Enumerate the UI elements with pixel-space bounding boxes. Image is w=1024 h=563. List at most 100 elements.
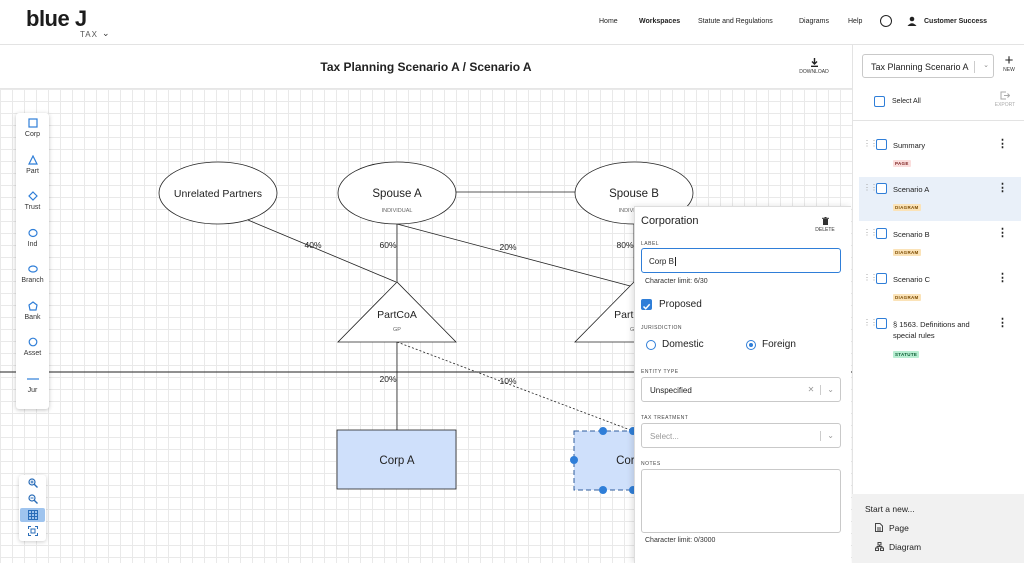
select-all-checkbox[interactable] bbox=[874, 96, 885, 107]
list-item[interactable]: ⋮⋮ Summary PAGE ⋮ bbox=[859, 133, 1021, 177]
start-new-page[interactable]: Page bbox=[889, 523, 909, 533]
foreign-label: Foreign bbox=[762, 339, 796, 350]
item-checkbox[interactable] bbox=[876, 273, 887, 284]
nav-user[interactable]: Customer Success bbox=[924, 18, 988, 25]
chevron-down-icon[interactable]: ⌄ bbox=[827, 431, 834, 440]
tool-part[interactable]: Part bbox=[16, 155, 49, 175]
label-unrelated: Unrelated Partners bbox=[174, 188, 262, 200]
edge-label-80: 80% bbox=[616, 240, 633, 250]
tool-trust[interactable]: Trust bbox=[16, 191, 49, 211]
tool-label: Branch bbox=[21, 277, 44, 284]
tax-treatment-select[interactable]: Select... ⌄ bbox=[641, 423, 841, 448]
nav-help[interactable]: Help bbox=[848, 18, 863, 25]
clear-icon[interactable]: ✕ bbox=[807, 385, 815, 394]
ellipse-small-icon bbox=[27, 265, 38, 273]
delete-button[interactable]: DELETE bbox=[813, 217, 837, 233]
item-checkbox[interactable] bbox=[876, 183, 887, 194]
drag-handle-icon[interactable]: ⋮⋮ bbox=[863, 273, 878, 282]
tool-bank[interactable]: Bank bbox=[16, 301, 49, 321]
chevron-down-icon[interactable]: ⌄ bbox=[102, 28, 110, 38]
node-unrelated-partners bbox=[158, 161, 278, 225]
trash-icon bbox=[821, 217, 829, 225]
notes-char-limit: Character limit: 0/3000 bbox=[645, 537, 716, 544]
node-corp-a bbox=[336, 429, 457, 490]
nav-diagrams[interactable]: Diagrams bbox=[799, 18, 829, 25]
statute-badge: STATUTE bbox=[893, 351, 920, 358]
zoom-in-icon[interactable] bbox=[20, 476, 45, 490]
diagram-svg[interactable]: Unrelated Partners Spouse A INDIVIDUAL S… bbox=[0, 89, 852, 563]
sublabel-spouse-a: INDIVIDUAL bbox=[382, 208, 413, 214]
product-label: TAX bbox=[80, 30, 98, 39]
diamond-icon bbox=[27, 191, 38, 201]
start-new-diagram[interactable]: Diagram bbox=[889, 542, 922, 552]
more-options-icon[interactable]: ⋮ bbox=[997, 182, 1008, 194]
edge-spousea-partcob bbox=[396, 223, 635, 288]
export-button[interactable]: EXPORT bbox=[993, 91, 1017, 108]
new-button[interactable]: + NEW bbox=[1001, 52, 1017, 73]
logo-j: J bbox=[74, 6, 87, 31]
timer-icon[interactable] bbox=[880, 15, 892, 27]
edge-label-10: 10% bbox=[499, 376, 516, 386]
properties-panel: Corporation DELETE LABEL Corp B Characte… bbox=[634, 206, 851, 563]
item-checkbox[interactable] bbox=[876, 318, 887, 329]
drag-handle-icon[interactable]: ⋮⋮ bbox=[863, 228, 878, 237]
nav-statute[interactable]: Statute and Regulations bbox=[698, 18, 773, 25]
tool-branch[interactable]: Branch bbox=[16, 264, 49, 284]
more-options-icon[interactable]: ⋮ bbox=[997, 317, 1008, 329]
drag-handle-icon[interactable]: ⋮⋮ bbox=[863, 139, 878, 148]
export-icon bbox=[1000, 91, 1011, 100]
more-options-icon[interactable]: ⋮ bbox=[997, 138, 1008, 150]
label-input-value: Corp B bbox=[649, 257, 674, 266]
entity-type-value: Unspecified bbox=[650, 386, 692, 395]
item-name: Scenario A bbox=[893, 185, 930, 194]
divider bbox=[853, 120, 1024, 121]
user-icon bbox=[907, 16, 917, 26]
download-button[interactable]: DOWNLOAD bbox=[794, 58, 834, 75]
tool-label: Trust bbox=[24, 204, 41, 211]
scenario-sidebar: Tax Planning Scenario A ⌄ + NEW Select A… bbox=[852, 45, 1024, 563]
more-options-icon[interactable]: ⋮ bbox=[997, 227, 1008, 239]
tool-corp[interactable]: Corp bbox=[16, 118, 49, 138]
tool-label: Bank bbox=[24, 314, 41, 321]
list-item[interactable]: ⋮⋮ Scenario B DIAGRAM ⋮ bbox=[859, 222, 1021, 266]
item-name: Scenario C bbox=[893, 275, 931, 284]
proposed-checkbox[interactable] bbox=[641, 299, 652, 310]
handle-top-left bbox=[599, 427, 607, 435]
check-icon bbox=[642, 303, 651, 310]
more-options-icon[interactable]: ⋮ bbox=[997, 272, 1008, 284]
domestic-radio[interactable] bbox=[646, 340, 656, 350]
tool-ind[interactable]: Ind bbox=[16, 228, 49, 248]
drag-handle-icon[interactable]: ⋮⋮ bbox=[863, 318, 878, 327]
circle-icon bbox=[28, 337, 37, 347]
foreign-radio[interactable] bbox=[746, 340, 756, 350]
zoom-out-icon[interactable] bbox=[20, 492, 45, 506]
entity-type-select[interactable]: Unspecified ✕ ⌄ bbox=[641, 377, 841, 402]
edge-unrelated-partcoa bbox=[247, 219, 397, 283]
jurisdiction-caption: JURISDICTION bbox=[641, 325, 682, 331]
tool-asset[interactable]: Asset bbox=[16, 337, 49, 357]
notes-textarea[interactable] bbox=[641, 469, 841, 533]
app-logo[interactable]: blue J bbox=[26, 6, 87, 32]
nav-workspaces[interactable]: Workspaces bbox=[639, 18, 681, 25]
fit-screen-icon[interactable] bbox=[20, 524, 45, 538]
grid-toggle-icon[interactable] bbox=[20, 508, 45, 522]
node-partcoa bbox=[337, 281, 457, 343]
scenario-select[interactable]: Tax Planning Scenario A ⌄ bbox=[862, 54, 994, 78]
list-item-selected[interactable]: ⋮⋮ Scenario A DIAGRAM ⋮ bbox=[859, 177, 1021, 221]
handle-left bbox=[570, 456, 578, 464]
sublabel-partcoa: GP bbox=[393, 327, 401, 333]
nav-home[interactable]: Home bbox=[599, 18, 618, 25]
list-item[interactable]: ⋮⋮ Scenario C DIAGRAM ⋮ bbox=[859, 267, 1021, 311]
export-label: EXPORT bbox=[994, 102, 1016, 108]
drag-handle-icon[interactable]: ⋮⋮ bbox=[863, 183, 878, 192]
square-icon bbox=[27, 118, 38, 128]
list-item[interactable]: ⋮⋮ § 1563. Definitions and special rules… bbox=[859, 312, 1021, 364]
chevron-down-icon[interactable]: ⌄ bbox=[827, 385, 834, 394]
edge-partcoa-corpb bbox=[396, 341, 634, 432]
label-spouse-b: Spouse B bbox=[609, 188, 659, 200]
plus-icon: + bbox=[1004, 52, 1014, 69]
tool-jur[interactable]: Jur bbox=[16, 374, 49, 394]
item-checkbox[interactable] bbox=[876, 139, 887, 150]
label-input[interactable]: Corp B bbox=[641, 248, 841, 273]
item-checkbox[interactable] bbox=[876, 228, 887, 239]
